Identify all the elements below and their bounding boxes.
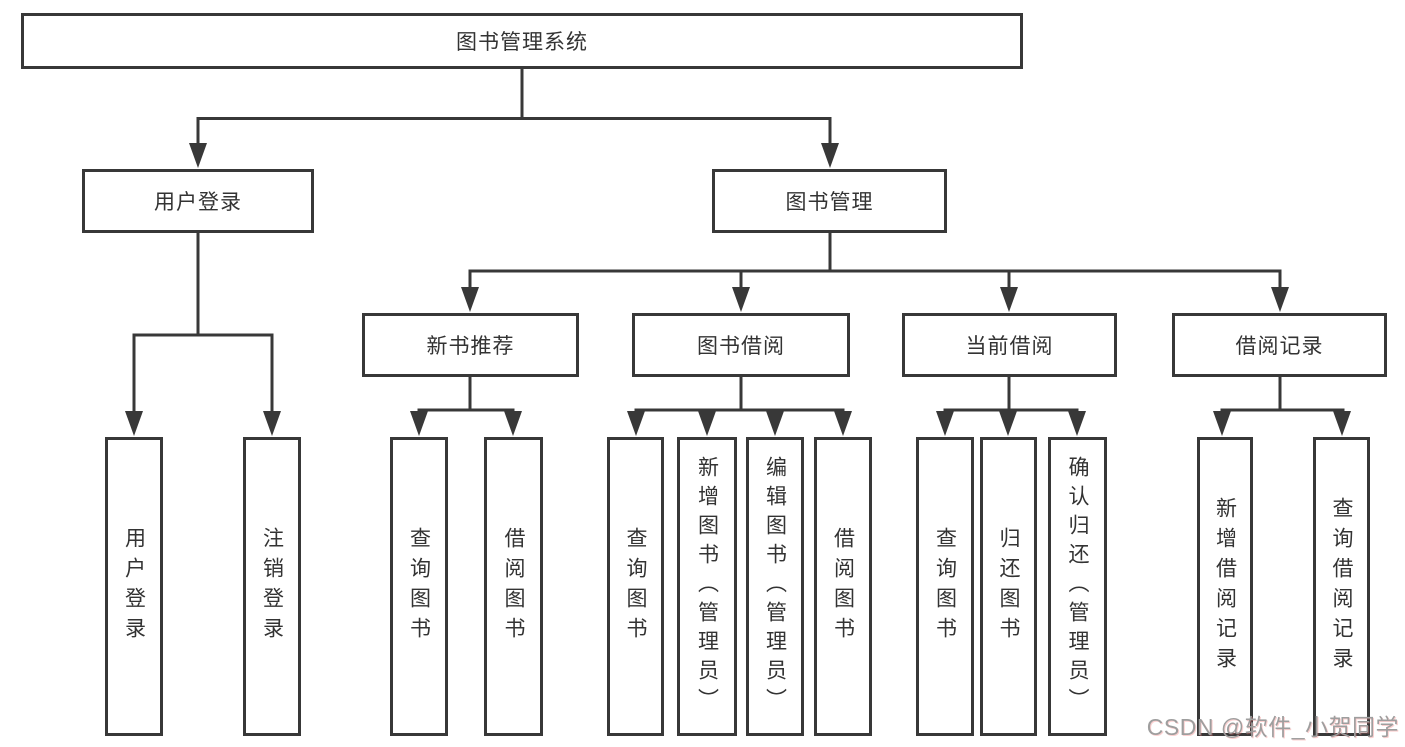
leaf-add-borrow-record: 新增借阅记录	[1197, 437, 1253, 736]
node-borrowing-records: 借阅记录	[1172, 313, 1387, 377]
leaf-query-books-current: 查询图书	[916, 437, 974, 736]
node-book-management: 图书管理	[712, 169, 947, 233]
leaf-user-login: 用户登录	[105, 437, 163, 736]
leaf-edit-books-admin: 编辑图书（管理员）	[746, 437, 804, 736]
node-book-borrowing: 图书借阅	[632, 313, 850, 377]
leaf-return-books: 归还图书	[980, 437, 1037, 736]
leaf-add-books-admin: 新增图书（管理员）	[677, 437, 737, 736]
leaf-logout: 注销登录	[243, 437, 301, 736]
leaf-query-borrow-record: 查询借阅记录	[1313, 437, 1370, 736]
leaf-borrow-books-recommend: 借阅图书	[484, 437, 543, 736]
node-new-book-recommendation: 新书推荐	[362, 313, 579, 377]
node-current-borrowing: 当前借阅	[902, 313, 1117, 377]
leaf-borrow-books-borrowing: 借阅图书	[814, 437, 872, 736]
leaf-query-books-recommend: 查询图书	[390, 437, 448, 736]
node-library-management-system: 图书管理系统	[21, 13, 1023, 69]
leaf-confirm-return-admin: 确认归还（管理员）	[1048, 437, 1107, 736]
node-user-login: 用户登录	[82, 169, 314, 233]
leaf-query-books-borrowing: 查询图书	[607, 437, 664, 736]
csdn-watermark: CSDN @软件_小贺同学	[1146, 714, 1399, 740]
